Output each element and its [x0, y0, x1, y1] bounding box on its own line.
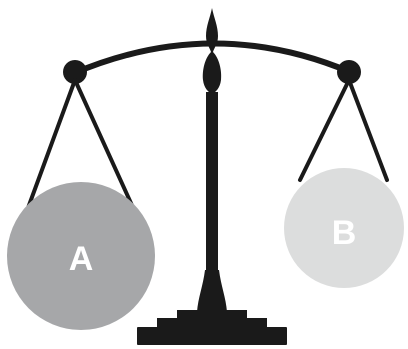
- right-pan-strings: [300, 80, 387, 180]
- pillar-finial: [203, 8, 221, 94]
- pillar-foot: [197, 270, 227, 312]
- ball-b: B: [284, 168, 404, 288]
- ball-b-label: B: [332, 214, 357, 252]
- ball-a-label: A: [69, 240, 94, 278]
- scale-pillar: [197, 8, 227, 312]
- ball-a: A: [7, 182, 155, 330]
- pillar-column: [206, 92, 218, 274]
- scale-base: [137, 310, 287, 345]
